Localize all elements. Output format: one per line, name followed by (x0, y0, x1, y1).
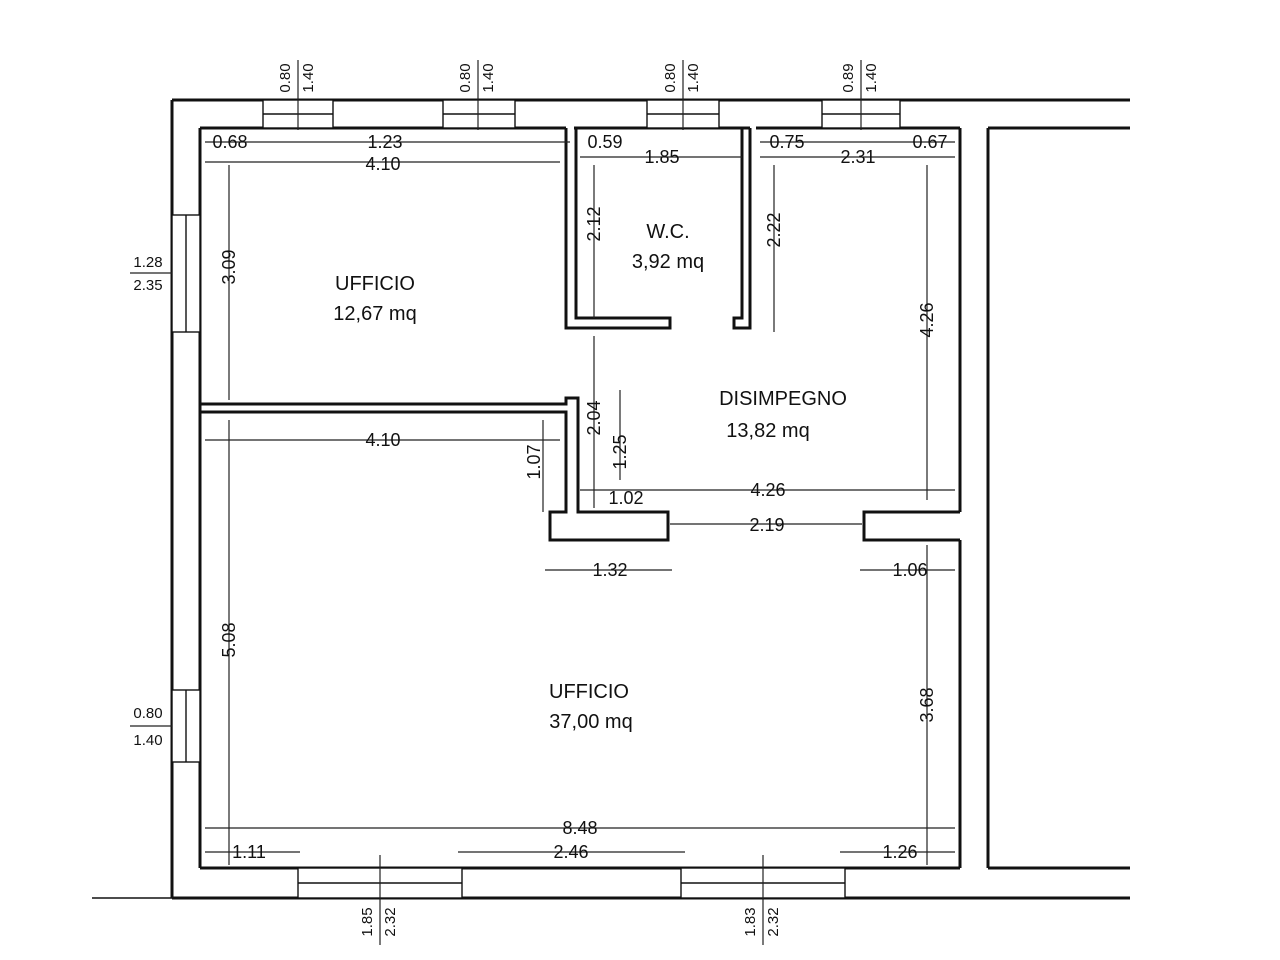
dim-top-185: 1.85 (644, 147, 679, 167)
dim-top-231: 2.31 (840, 147, 875, 167)
room-area-wc: 3,92 mq (632, 251, 704, 273)
dim-right-368: 3.68 (917, 687, 937, 722)
win-top4-w: 0.89 (840, 63, 857, 92)
room-name-office-top: UFFICIO (335, 273, 415, 295)
room-labels: UFFICIO 12,67 mq W.C. 3,92 mq DISIMPEGNO… (333, 221, 847, 733)
win-top3-w: 0.80 (662, 63, 679, 92)
dim-wc-212: 2.12 (584, 206, 604, 241)
dim-top-059: 0.59 (587, 132, 622, 152)
win-bottom1-w: 1.85 (359, 907, 376, 936)
windows-top (262, 99, 901, 129)
win-left1-h: 2.35 (133, 277, 162, 294)
win-left1-w: 1.28 (133, 254, 162, 271)
dim-top-123: 1.23 (367, 132, 402, 152)
win-top1-w: 0.80 (277, 63, 294, 92)
dim-bot-848: 8.48 (562, 818, 597, 838)
dim-bot-246: 2.46 (553, 842, 588, 862)
dim-bot-126: 1.26 (882, 842, 917, 862)
dim-h-426: 4.26 (750, 480, 785, 500)
dim-left-508: 5.08 (219, 622, 239, 657)
dim-top-067: 0.67 (912, 132, 947, 152)
win-top2-h: 1.40 (480, 63, 497, 92)
room-name-office-bottom: UFFICIO (549, 681, 629, 703)
win-bottom2-w: 1.83 (742, 907, 759, 936)
dim-hall-222: 2.22 (764, 212, 784, 247)
win-top4-h: 1.40 (863, 63, 880, 92)
dimension-lines (130, 60, 955, 945)
dim-v-125: 1.25 (610, 434, 630, 469)
win-bottom2-h: 2.32 (765, 907, 782, 936)
dim-top-410: 4.10 (365, 154, 400, 174)
room-area-office-top: 12,67 mq (333, 303, 416, 325)
room-name-wc: W.C. (646, 221, 689, 243)
dim-bot-111: 1.11 (232, 842, 266, 862)
dim-v-107: 1.07 (524, 444, 544, 479)
window-labels: 0.80 1.40 0.80 1.40 0.80 1.40 0.89 1.40 … (133, 63, 880, 936)
win-bottom1-h: 2.32 (382, 907, 399, 936)
dim-h-106: 1.06 (892, 560, 927, 580)
dimension-labels: 0.68 1.23 4.10 0.59 1.85 0.75 2.31 0.67 … (212, 132, 947, 862)
win-top1-h: 1.40 (300, 63, 317, 92)
dim-mid-410: 4.10 (365, 430, 400, 450)
dim-top-068: 0.68 (212, 132, 247, 152)
windows-left (171, 214, 201, 763)
dim-h-219: 2.19 (749, 515, 784, 535)
dim-right-426: 4.26 (917, 302, 937, 337)
win-top3-h: 1.40 (685, 63, 702, 92)
interior-walls (200, 128, 960, 542)
dim-v-204: 2.04 (584, 400, 604, 435)
room-area-hall: 13,82 mq (726, 420, 809, 442)
room-area-office-bottom: 37,00 mq (549, 711, 632, 733)
dim-top-075: 0.75 (769, 132, 804, 152)
win-left2-w: 0.80 (133, 705, 162, 722)
dim-left-309: 3.09 (219, 249, 239, 284)
room-name-hall: DISIMPEGNO (719, 388, 847, 410)
dim-h-102: 1.02 (608, 488, 643, 508)
win-left2-h: 1.40 (133, 732, 162, 749)
dim-h-132: 1.32 (592, 560, 627, 580)
win-top2-w: 0.80 (457, 63, 474, 92)
